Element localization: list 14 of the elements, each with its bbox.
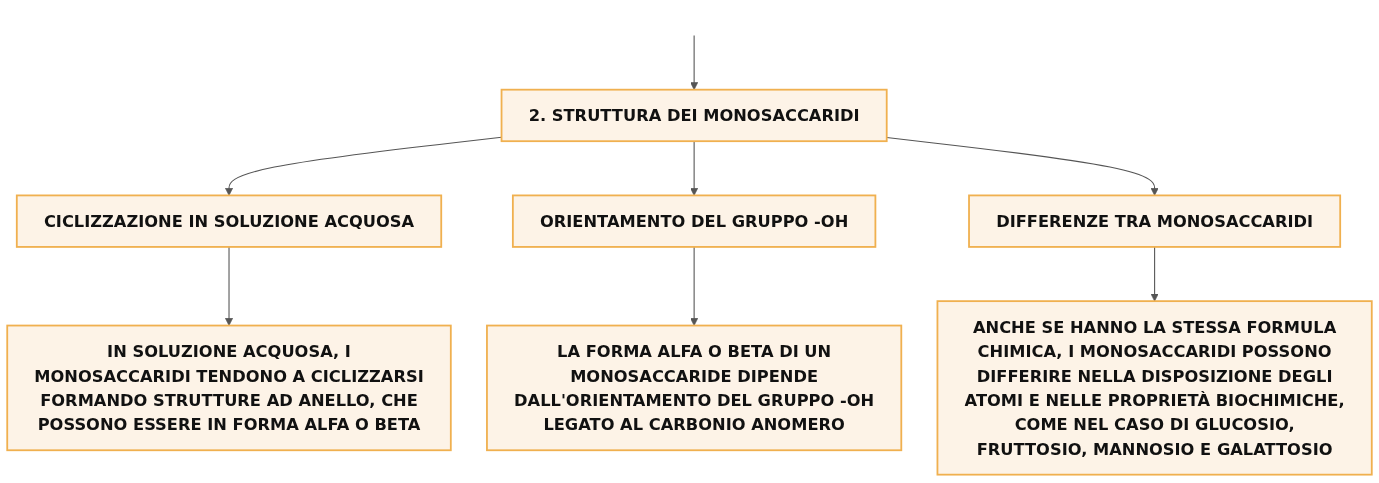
- arrow: [225, 136, 503, 196]
- arrow: [225, 246, 233, 326]
- node-box: CICLIZZAZIONE IN SOLUZIONE ACQUOSA: [15, 194, 443, 248]
- arrow: [690, 140, 699, 196]
- arrow: [690, 246, 699, 326]
- node-box: LA FORMA ALFA O BETA DI UN MONOSACCARIDE DIPENDE DALL'ORIENTAMENTO DEL GRUPPO -OH LEGATO AL CARBONIO ANOMERO: [486, 324, 903, 452]
- arrow: [1150, 246, 1159, 302]
- arrow: [690, 34, 699, 91]
- node-box: ORIENTAMENTO DEL GRUPPO -OH: [511, 194, 877, 248]
- arrow: [886, 137, 1159, 196]
- node-box: ANCHE SE HANNO LA STESSA FORMULA CHIMICA, I MONOSACCARIDI POSSONO DIFFERIRE NELLA DISPOSIZIONE DEGLI ATOMI E NELLE PROPRIETÀ BIOCHIMICHE, COME NEL CASO DI GLUCOSIO, FRUTTOSIO, MANNOSIO E GALATTOSIO: [936, 300, 1373, 476]
- node-box: IN SOLUZIONE ACQUOSA, I MONOSACCARIDI TENDONO A CICLIZZARSI FORMANDO STRUTTURE AD ANELLO, CHE POSSONO ESSERE IN FORMA ALFA O BETA: [6, 324, 452, 452]
- node-box: DIFFERENZE TRA MONOSACCARIDI: [968, 194, 1342, 248]
- node-box: 2. STRUTTURA DEI MONOSACCARIDI: [500, 88, 888, 143]
